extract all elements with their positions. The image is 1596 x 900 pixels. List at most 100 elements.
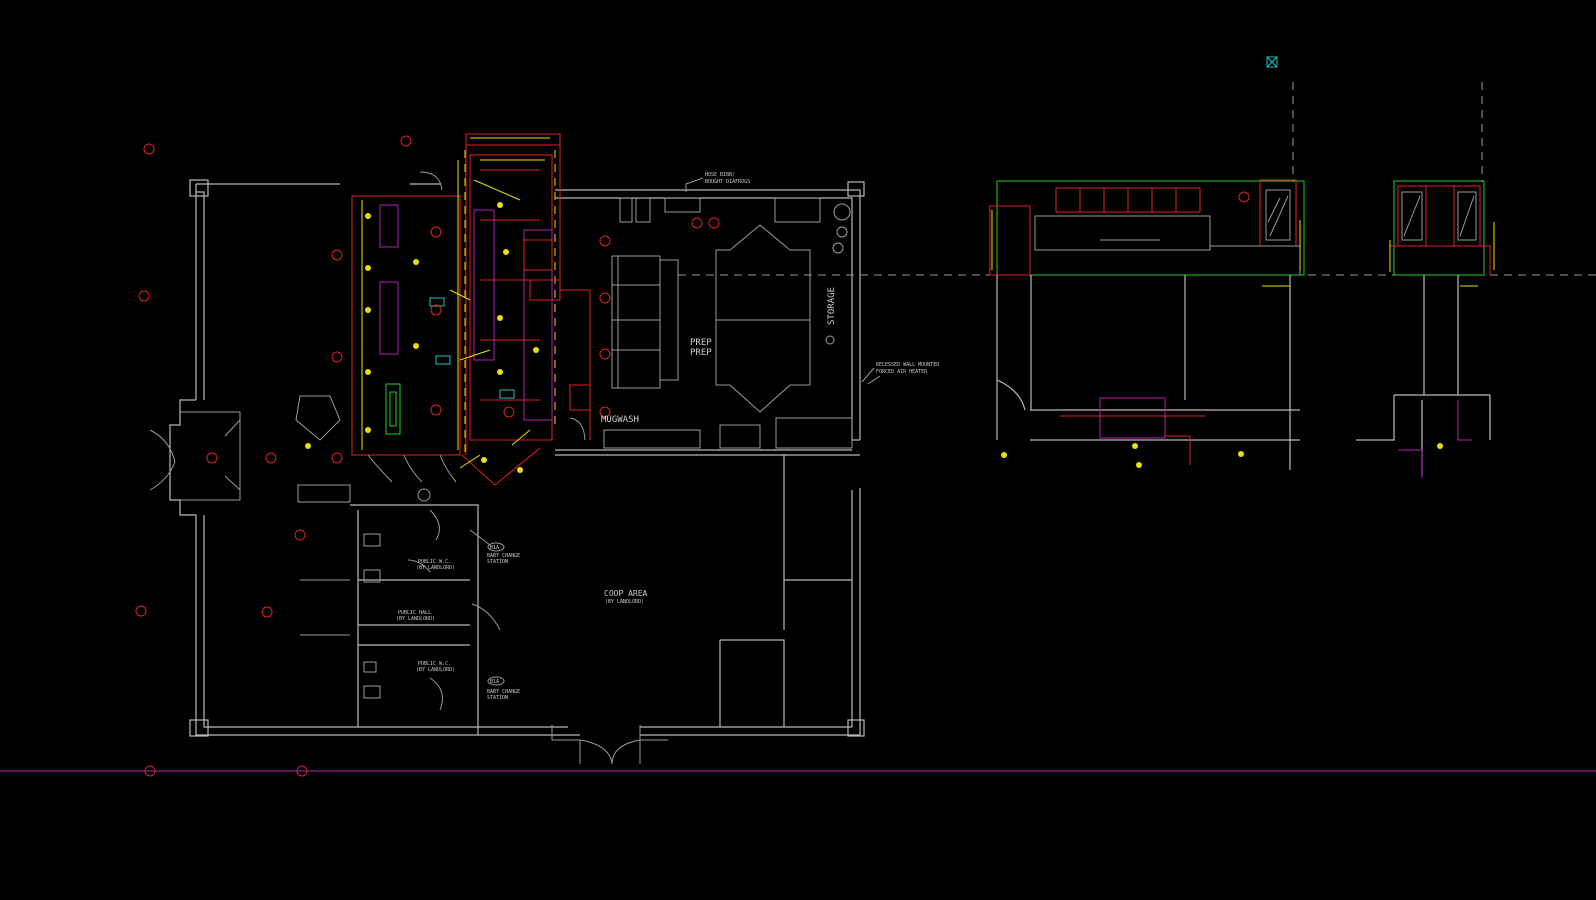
grid-bubble[interactable] [331, 452, 343, 464]
tag-label-1: B1A [490, 545, 499, 551]
elevation-tag [1238, 451, 1244, 457]
grid-bubble[interactable] [430, 226, 442, 238]
storage-fixture [825, 335, 835, 345]
equipment-cyan [499, 389, 515, 399]
note-heater-line1: RECESSED WALL MOUNTED [876, 362, 939, 368]
grid-bubble[interactable] [599, 235, 611, 247]
prep-table [715, 224, 811, 413]
equipment-tag [365, 213, 371, 219]
kitchen-zone [351, 195, 461, 456]
elevation-2 [1356, 180, 1495, 478]
mugwash-counter [603, 417, 853, 449]
elevation-wall-base [996, 275, 1300, 470]
elevation-glass [1401, 191, 1477, 241]
room-label-prep: PREP [690, 338, 712, 348]
equipment-tag [481, 457, 487, 463]
grid-bubble[interactable] [206, 452, 218, 464]
equipment-green [385, 383, 401, 435]
elevation-wall-base [1356, 275, 1491, 475]
elevation-frame [1393, 180, 1485, 276]
equipment-tag [365, 307, 371, 313]
angled-door [295, 395, 341, 441]
equipment-tag [365, 369, 371, 375]
elevation-fixture [1238, 191, 1250, 203]
equipment-tags [305, 137, 550, 473]
grid-bubble[interactable] [691, 217, 703, 229]
grid-bubble[interactable] [331, 249, 343, 261]
room-label-coop-area: COOP AREA [604, 589, 648, 598]
entry-vestibule [149, 411, 241, 501]
elevation-tag [1136, 462, 1142, 468]
storage-fixture [833, 203, 851, 221]
elevation-floor-magenta [1398, 400, 1472, 478]
prep-island [611, 255, 679, 389]
equipment-tag [503, 249, 509, 255]
elevation-cabinets [1390, 185, 1491, 275]
note-hose-bibb-1: HOSE BIBB/ [705, 172, 735, 178]
equipment-tag [365, 427, 371, 433]
floor-plan [149, 133, 881, 765]
interior-partition [350, 449, 860, 735]
room-label-public-hall-note: (BY LANDLORD) [396, 616, 435, 622]
exterior-wall-top [410, 183, 861, 441]
tag-bubble [487, 676, 505, 686]
equipment-tag [497, 315, 503, 321]
grid-bubble[interactable] [135, 605, 147, 617]
door-swing [419, 171, 881, 441]
grid-bubble[interactable] [143, 143, 155, 155]
grid-bubble[interactable] [294, 529, 306, 541]
grid-bubble[interactable] [599, 292, 611, 304]
back-counter [473, 209, 553, 421]
equipment-tag [497, 369, 503, 375]
equipment-tag [305, 443, 311, 449]
note-heater-line2: FORCED AIR HEATER [876, 369, 928, 375]
equipment-tag [365, 265, 371, 271]
storefront-doors [551, 725, 668, 765]
elevation-floor-magenta [1099, 397, 1166, 439]
grid-bubble[interactable] [599, 406, 611, 418]
vestibule-back [297, 484, 351, 636]
grid-bubble[interactable] [430, 404, 442, 416]
elevation-floor-red [1060, 415, 1205, 465]
room-label-public-hall: PUBLIC HALL [398, 610, 431, 616]
elevation-1 [989, 179, 1305, 470]
room-label-coop-area-note: (BY LANDLORD) [605, 599, 644, 605]
room-labels: PREP PREP STORAGE MUGWASH COOP AREA (BY … [396, 287, 837, 673]
grid-bubble[interactable] [138, 290, 150, 302]
grid-bubble[interactable] [331, 351, 343, 363]
elevation-glass [1265, 189, 1291, 241]
column [847, 181, 865, 197]
leader-line [449, 137, 550, 469]
column [189, 719, 209, 737]
equipment-tag [413, 343, 419, 349]
grid-bubble[interactable] [708, 217, 720, 229]
elevation-cabinets [989, 179, 1297, 276]
room-label-mugwash: MUGWASH [601, 415, 639, 425]
elevation-dimension [991, 210, 1301, 287]
grid-bubble[interactable] [599, 348, 611, 360]
exterior-wall [169, 183, 861, 736]
equipment-tag [533, 347, 539, 353]
room-label-prep-2: PREP [690, 348, 712, 358]
grid-bubble[interactable] [503, 406, 515, 418]
grid-bubble[interactable] [265, 452, 277, 464]
elevation-guide [1292, 82, 1483, 182]
note-baby-change-2a: BABY CHANGE [487, 689, 520, 695]
equipment-tag [497, 202, 503, 208]
grid-bubble[interactable] [261, 606, 273, 618]
column [847, 719, 865, 737]
grid-bubble[interactable] [430, 304, 442, 316]
equipment-tag [413, 259, 419, 265]
note-baby-change-1b: STATION [487, 559, 508, 565]
grid-bubble[interactable] [400, 135, 412, 147]
plan-notes: RECESSED WALL MOUNTED FORCED AIR HEATER … [487, 172, 939, 701]
room-label-public-wc-2: PUBLIC W.C. [418, 661, 451, 667]
toilet [363, 533, 381, 699]
dimension-ticks [361, 160, 459, 450]
tag-bubble [487, 542, 505, 552]
grid-bubbles [135, 135, 720, 777]
room-label-public-wc-1-note: (BY LANDLORD) [416, 565, 455, 571]
sink [417, 488, 431, 502]
elevation-tag [1437, 443, 1443, 449]
